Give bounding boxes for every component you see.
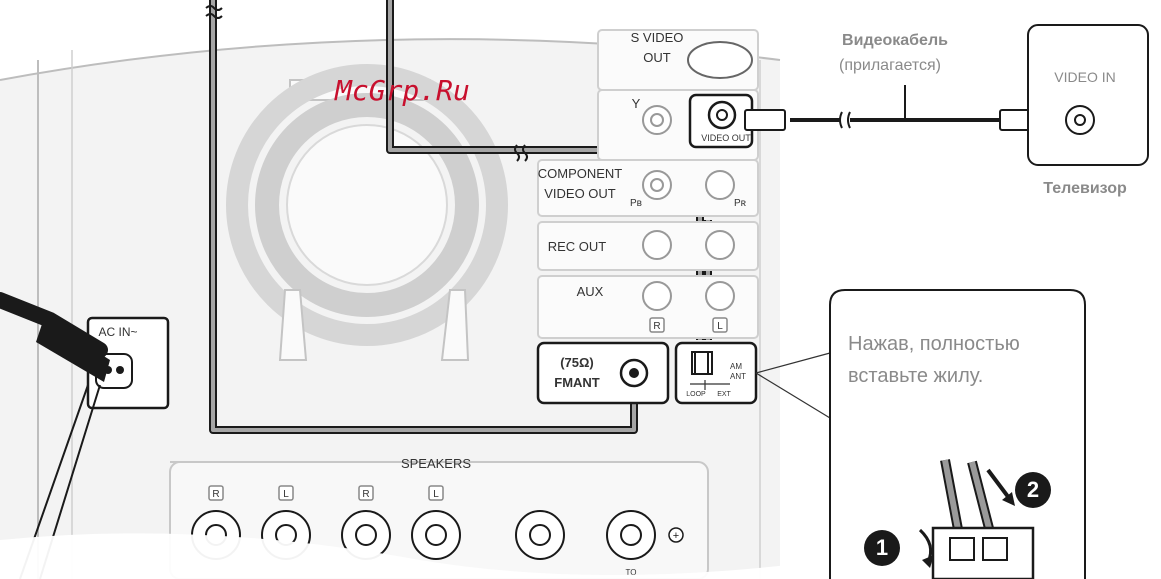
video-out-label: VIDEO OUT (701, 133, 751, 143)
cooling-vent (226, 64, 508, 361)
watermark-text: McGrp.Ru (334, 74, 470, 107)
tv-panel: VIDEO IN Телевизор (1027, 24, 1149, 197)
tv-caption: Телевизор (1043, 180, 1127, 197)
speaker-l-tag: L (283, 489, 289, 500)
speaker-l-tag: L (433, 489, 439, 500)
fm-antenna-terminal: (75Ω) FMANT (536, 341, 670, 405)
speaker-r-tag: R (362, 489, 369, 500)
am-wire-callout: Нажав, полностью вставьте жилу. 2 1 (829, 289, 1086, 579)
fm-label-2: FMANT (554, 375, 600, 390)
pb-label: Pʙ (630, 198, 642, 209)
fm-label-1: (75Ω) (560, 355, 594, 370)
y-label: Y (632, 96, 641, 111)
bottom-fade (0, 533, 830, 579)
step-2-badge (1015, 472, 1051, 508)
s-video-out-label-2: OUT (643, 50, 671, 65)
ac-in-label: AC IN~ (98, 325, 137, 339)
rec-out-label: REC OUT (548, 239, 607, 254)
pr-jack[interactable] (705, 170, 735, 200)
aux-l-jack[interactable] (705, 281, 735, 311)
aux-r-jack[interactable] (642, 281, 672, 311)
speakers-label: SPEAKERS (401, 456, 471, 471)
callout-line-2: вставьте жилу. (848, 365, 983, 387)
step-1-badge (864, 530, 900, 566)
aux-label: AUX (577, 284, 604, 299)
am-label-1: AM (730, 362, 742, 371)
aux-r-tag: R (653, 321, 660, 332)
pr-label: Pʀ (734, 198, 747, 209)
rec-out-r-jack[interactable] (705, 230, 735, 260)
video-jack-panel: S VIDEO OUT Y VIDEO OUT COMPONENT VIDEO … (537, 29, 759, 339)
rec-out-l-jack[interactable] (642, 230, 672, 260)
callout-line-1: Нажав, полностью (848, 333, 1020, 355)
speaker-r-tag: R (212, 489, 219, 500)
s-video-out-label-1: S VIDEO (631, 30, 684, 45)
am-antenna-terminal: AM ANT LOOP EXT (674, 341, 831, 419)
component-label-2: VIDEO OUT (544, 186, 616, 201)
loop-label: LOOP (686, 391, 706, 398)
video-cable: Видеокабель (прилагается) (744, 32, 1037, 131)
aux-l-tag: L (717, 321, 723, 332)
cable-subtitle: (прилагается) (839, 57, 941, 74)
am-label-2: ANT (730, 372, 746, 381)
step-1-number: 1 (876, 535, 888, 560)
plus-mark: + (673, 530, 679, 542)
component-label-1: COMPONENT (538, 166, 623, 181)
step-2-number: 2 (1027, 477, 1039, 502)
tv-video-in-label: VIDEO IN (1054, 69, 1115, 85)
cable-title: Видеокабель (842, 32, 948, 49)
ext-label: EXT (717, 391, 731, 398)
to-label: TO (626, 568, 637, 577)
